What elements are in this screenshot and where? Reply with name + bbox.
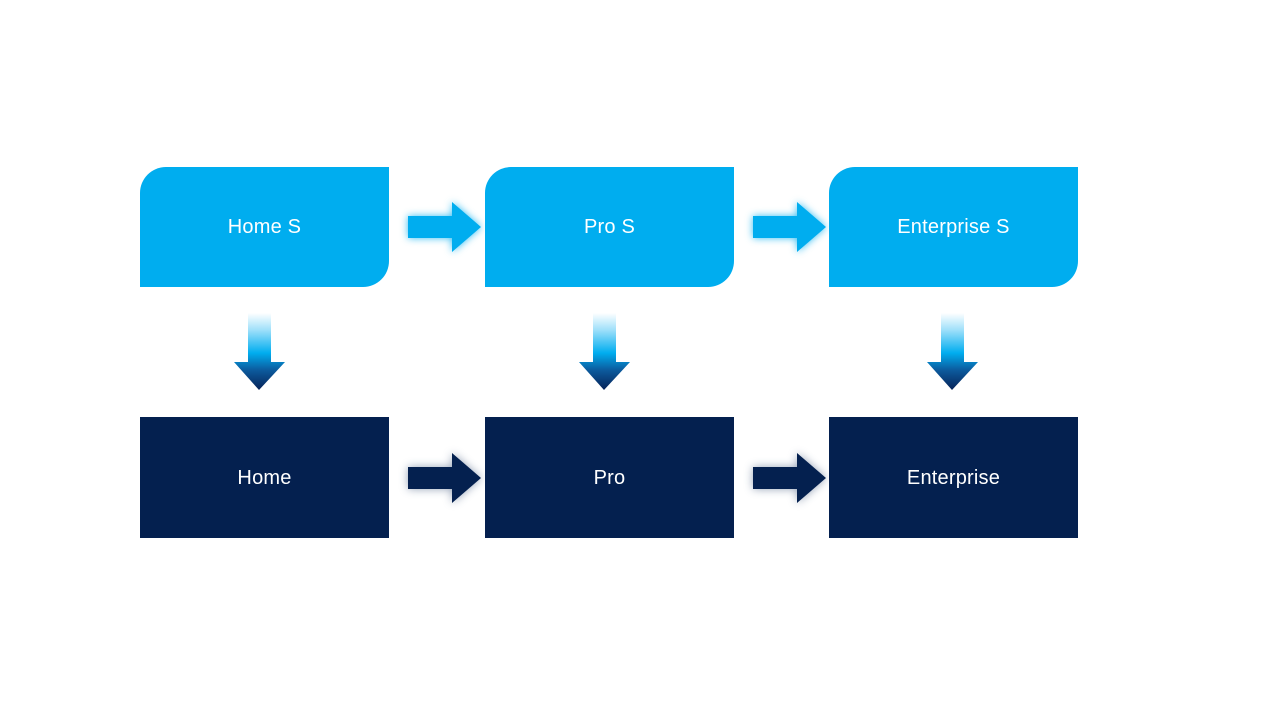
node-enterprise-s[interactable]: Enterprise S (829, 167, 1078, 287)
arrow-down-icon (927, 313, 978, 390)
down-arrow-home (233, 313, 286, 391)
arrow-right-icon (753, 453, 826, 503)
node-enterprise-label: Enterprise (906, 466, 1001, 489)
node-pro[interactable]: Pro (485, 417, 734, 538)
node-home-s[interactable]: Home S (140, 167, 389, 287)
node-home-s-label: Home S (227, 216, 302, 238)
product-arrow-1 (408, 452, 482, 504)
arrow-down-icon (579, 313, 630, 390)
arrow-down-icon (234, 313, 285, 390)
product-arrow-2 (753, 452, 827, 504)
node-pro-s[interactable]: Pro S (485, 167, 734, 287)
node-pro-label: Pro (593, 466, 626, 489)
node-pro-s-label: Pro S (583, 216, 636, 238)
service-arrow-1 (408, 201, 482, 253)
service-arrow-2 (753, 201, 827, 253)
node-home[interactable]: Home (140, 417, 389, 538)
node-enterprise[interactable]: Enterprise (829, 417, 1078, 538)
arrow-right-icon (408, 453, 481, 503)
arrow-right-icon (408, 202, 481, 252)
node-enterprise-s-label: Enterprise S (897, 216, 1010, 238)
arrow-right-icon (753, 202, 826, 252)
node-home-label: Home (237, 466, 292, 489)
down-arrow-pro (578, 313, 631, 391)
down-arrow-enterprise (926, 313, 979, 391)
